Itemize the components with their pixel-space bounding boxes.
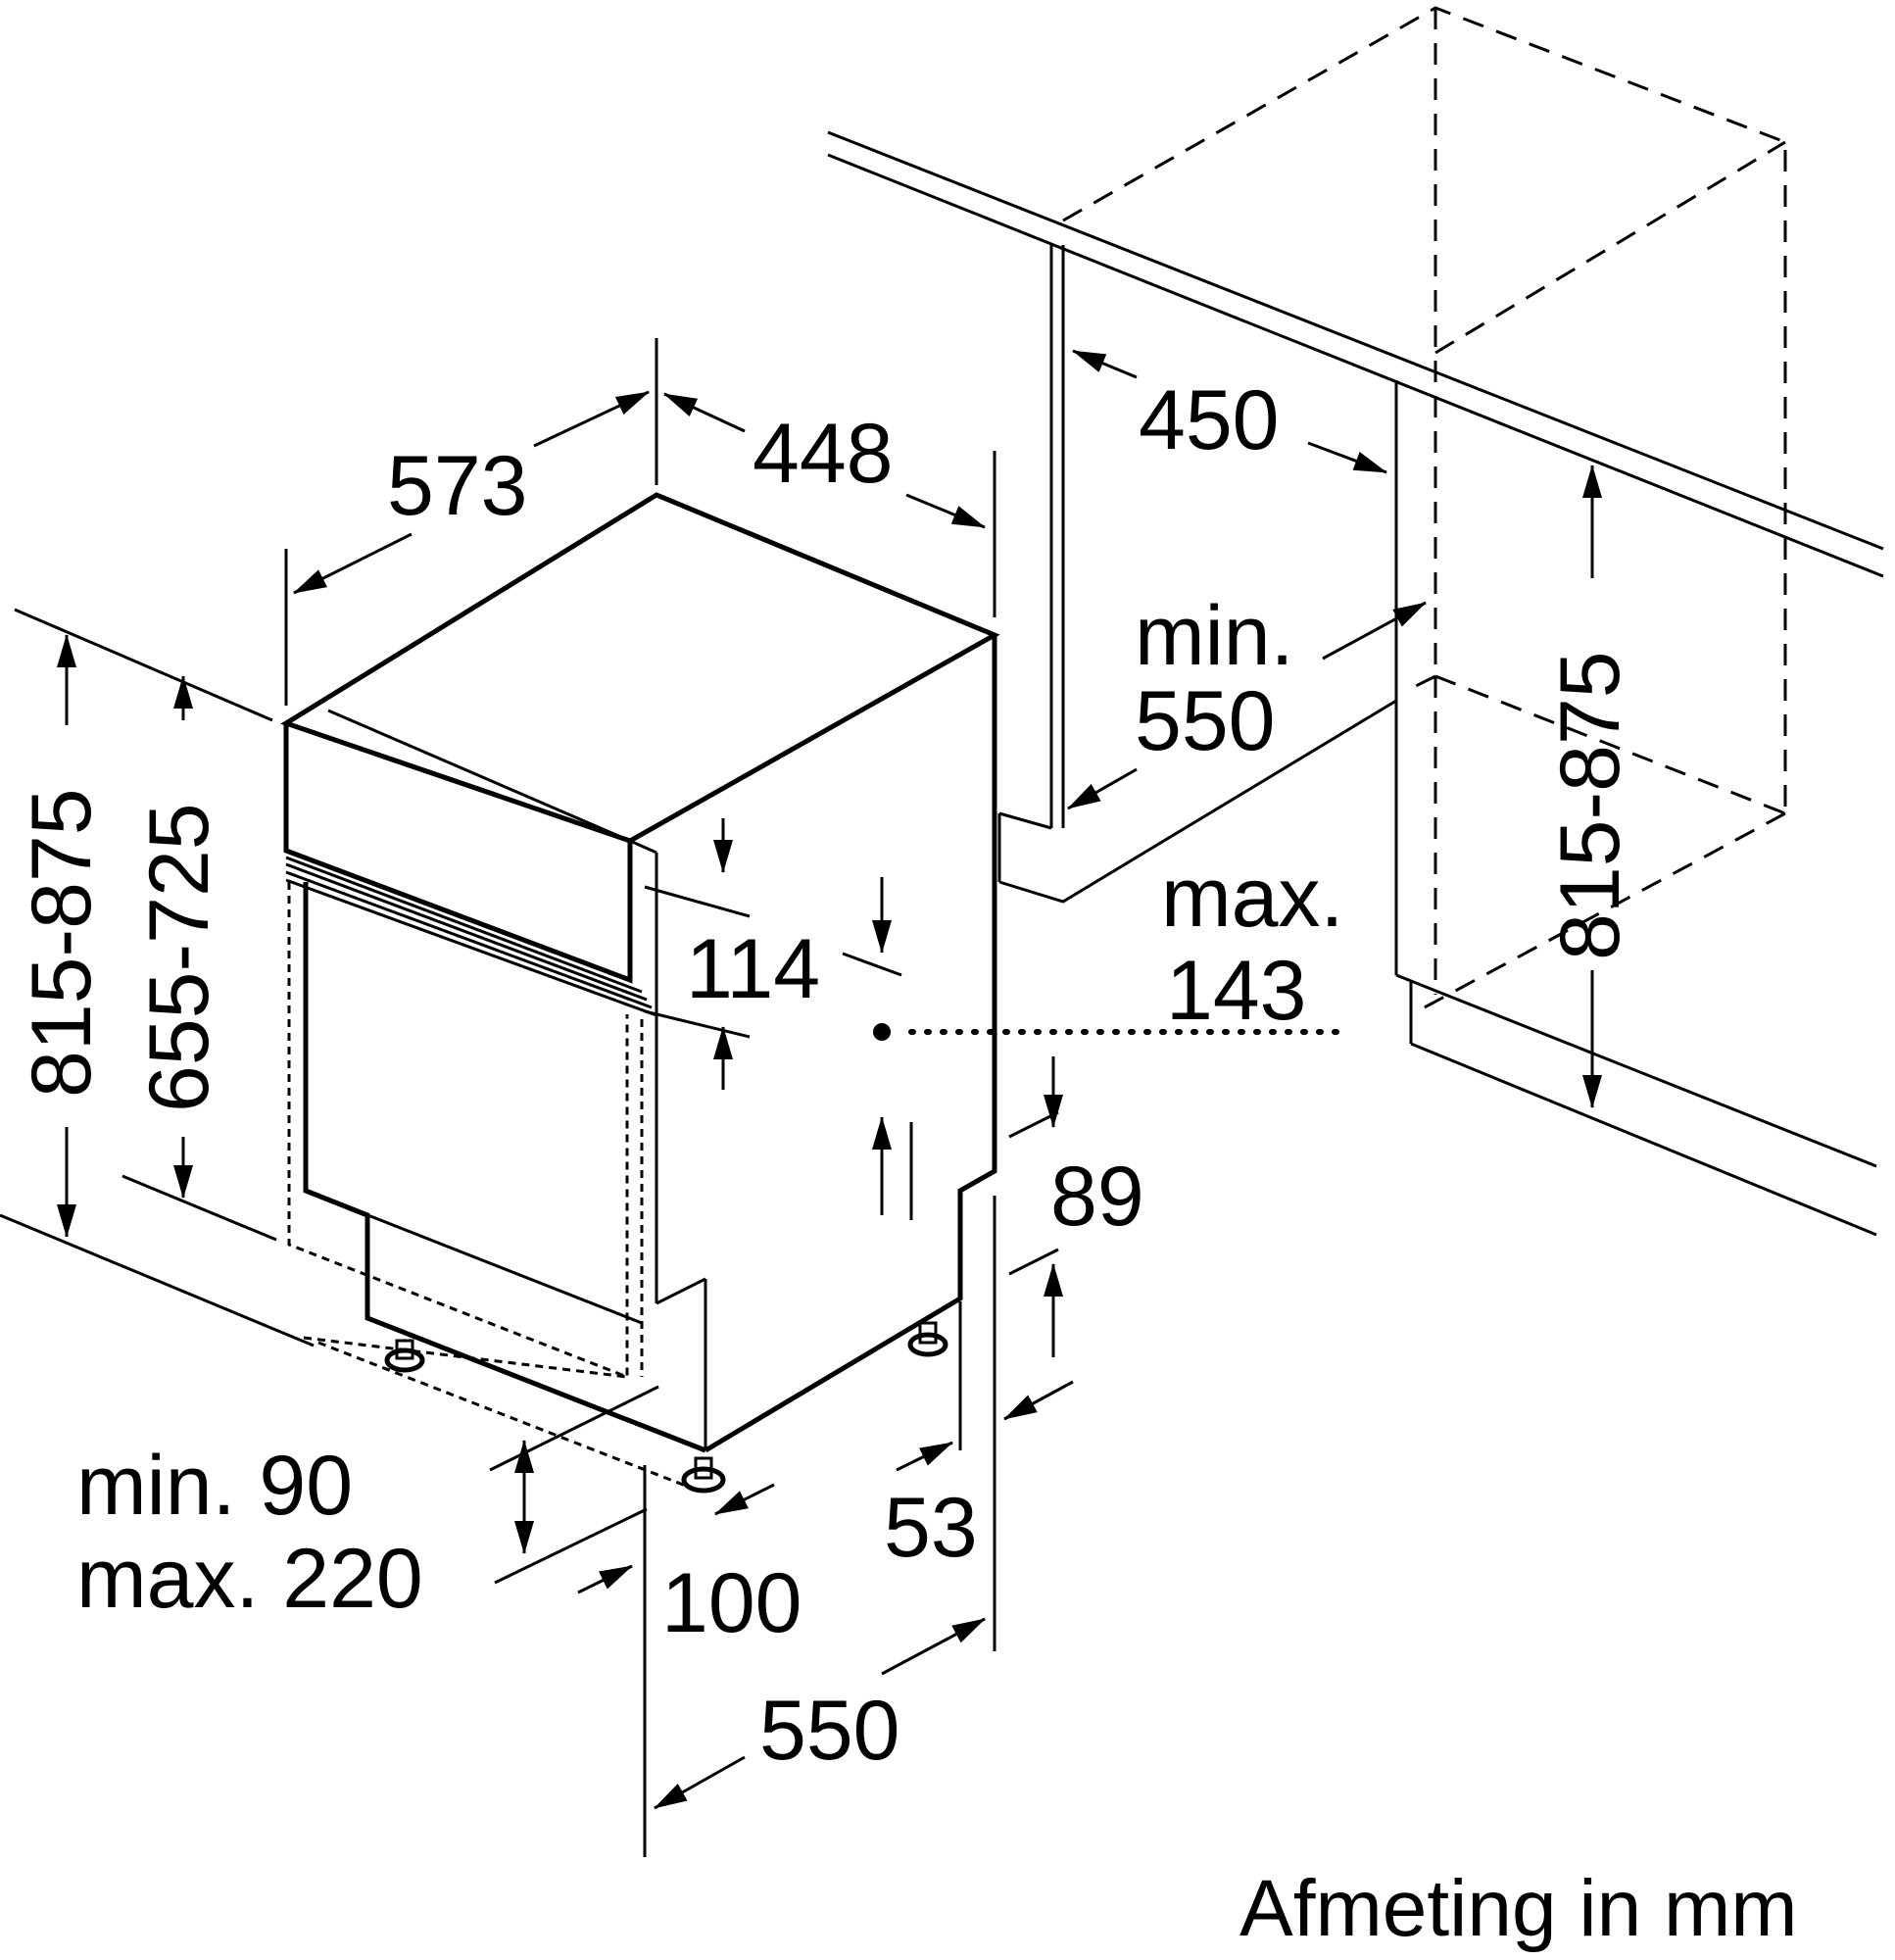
label-550: 550 xyxy=(759,1684,900,1778)
label-min-550: 550 xyxy=(1135,674,1276,768)
caption: Afmeting in mm xyxy=(1239,1864,1798,1953)
label-53: 53 xyxy=(884,1481,978,1575)
label-100: 100 xyxy=(661,1556,802,1650)
label-573: 573 xyxy=(387,439,528,533)
foot-front-left xyxy=(384,1348,425,1373)
label-448: 448 xyxy=(753,407,894,501)
label-height-panel: 655-725 xyxy=(132,803,226,1112)
label-height-total: 815-875 xyxy=(15,788,109,1098)
dimension-labels: 573 448 450 min. 550 max. 143 114 89 53 … xyxy=(15,373,1798,1953)
niche-cabinet xyxy=(827,6,1884,1237)
foot-front-right xyxy=(681,1466,726,1494)
label-114: 114 xyxy=(686,922,820,1016)
label-min: min. xyxy=(1135,589,1293,683)
label-plinth-max: max. 220 xyxy=(76,1532,423,1626)
label-450: 450 xyxy=(1139,373,1280,467)
foot-back-right xyxy=(907,1332,948,1357)
extension-lines xyxy=(0,260,1398,1857)
label-plinth-min: min. 90 xyxy=(76,1439,353,1533)
label-niche-height: 815-875 xyxy=(1543,651,1637,960)
dimension-arrows xyxy=(57,349,1602,1810)
label-max-143: 143 xyxy=(1166,944,1307,1038)
label-89: 89 xyxy=(1050,1150,1144,1244)
dishwasher-body xyxy=(280,492,1000,1494)
reference-dot xyxy=(873,1023,891,1041)
label-max: max. xyxy=(1161,851,1343,945)
